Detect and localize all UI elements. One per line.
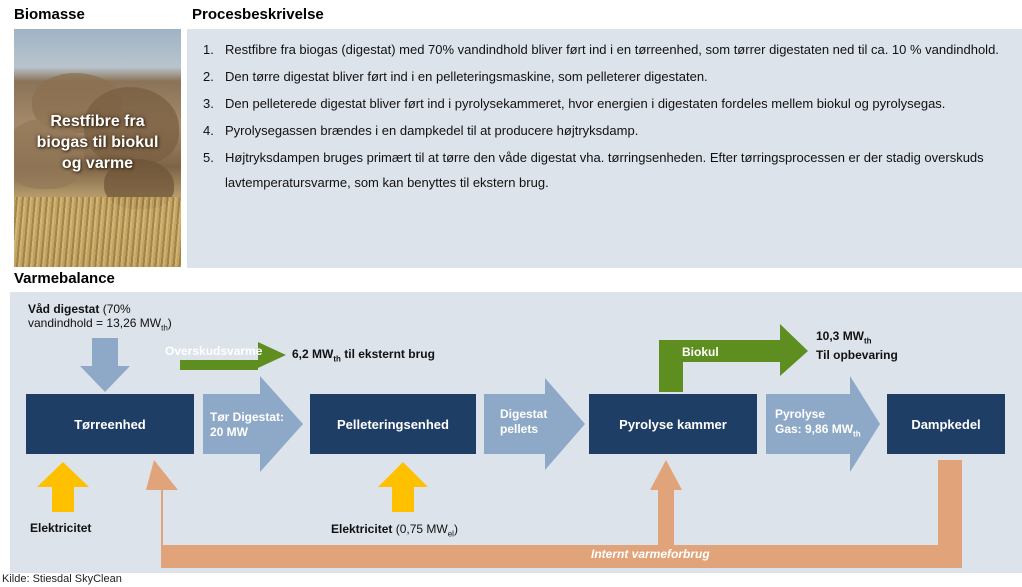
- photo-caption-line: biogas til biokul: [36, 134, 159, 151]
- digestate-pellets-label: Digestat pellets: [500, 407, 547, 437]
- step-number: 5.: [203, 150, 214, 165]
- pyrolysis-gas-sub: th: [853, 429, 861, 439]
- electricity-mid-value: (0,75 MW: [392, 522, 448, 536]
- biomasse-heading: Biomasse: [14, 6, 85, 23]
- step-text: Restfibre fra biogas (digestat) med 70% …: [225, 42, 999, 57]
- step-number: 1.: [203, 42, 214, 57]
- procesbeskrivelse-heading: Procesbeskrivelse: [192, 6, 324, 23]
- electricity-mid-sub: el: [447, 529, 454, 539]
- pyrolysis-gas-label: Pyrolyse Gas: 9,86 MWth: [775, 407, 861, 441]
- process-step: 2. Den tørre digestat bliver ført ind i e…: [203, 64, 1010, 89]
- varmebalance-heading: Varmebalance: [14, 270, 115, 287]
- pelletizing-unit-node: Pelleteringsenhed: [310, 394, 476, 454]
- electricity-mid-title: Elektricitet: [331, 522, 393, 536]
- digestate-pellets-arrow: [484, 378, 585, 470]
- wet-digestate-sub: th: [161, 323, 168, 333]
- pyrolysis-gas-line1: Pyrolyse: [775, 407, 826, 421]
- electricity-arrow-mid: [378, 462, 428, 512]
- step-text: Højtryksdampen bruges primært til at tør…: [225, 150, 984, 190]
- biochar-mw: 10,3 MW: [816, 329, 865, 343]
- biochar-arrow: [659, 324, 808, 392]
- dry-digestate-line1: Tør Digestat:: [210, 410, 285, 424]
- wet-digestate-label: Våd digestat (70% vandindhold = 13,26 MW…: [28, 302, 172, 335]
- dry-digestate-label: Tør Digestat: 20 MW: [210, 410, 284, 440]
- process-step: 5. Højtryksdampen bruges primært til at t…: [203, 145, 1010, 195]
- digestate-pellets-line2: pellets: [500, 422, 539, 436]
- step-text: Pyrolysegassen brændes i en dampkedel ti…: [225, 123, 639, 138]
- photo-caption: Restfibre fra biogas til biokul og varme: [14, 111, 181, 174]
- process-steps-list: 1. Restfibre fra biogas (digestat) med 70…: [203, 37, 1010, 197]
- dry-digestate-arrow: [203, 376, 303, 472]
- pyrolysis-gas-line2: Gas: 9,86 MW: [775, 422, 854, 436]
- step-text: Den tørre digestat bliver ført ind i en …: [225, 69, 708, 84]
- electricity-mid-label: Elektricitet (0,75 MWel): [331, 522, 458, 541]
- biochar-value: 10,3 MWth Til opbevaring: [816, 329, 898, 362]
- surplus-heat-label: Overskudsvarme: [165, 344, 263, 358]
- step-number: 4.: [203, 123, 214, 138]
- drying-unit-node: Tørreenhed: [26, 394, 194, 454]
- surplus-heat-use: til eksternt brug: [340, 347, 435, 361]
- process-step: 1. Restfibre fra biogas (digestat) med 70…: [203, 37, 1010, 62]
- process-description-panel: 1. Restfibre fra biogas (digestat) med 70…: [187, 29, 1022, 268]
- source-caption: Kilde: Stiesdal SkyClean: [2, 573, 122, 585]
- wet-digestate-arrow: [80, 338, 130, 392]
- electricity-left-label: Elektricitet: [30, 521, 92, 535]
- wet-digestate-pct: (70%: [99, 302, 131, 316]
- photo-caption-line: Restfibre fra: [50, 113, 145, 130]
- surplus-heat-mw: 6,2 MW: [292, 347, 334, 361]
- steam-boiler-node: Dampkedel: [887, 394, 1005, 454]
- surplus-heat-value: 6,2 MWth til eksternt brug: [292, 347, 435, 366]
- pyrolysis-chamber-node: Pyrolyse kammer: [589, 394, 757, 454]
- wet-digestate-title: Våd digestat: [28, 302, 100, 316]
- biochar-label: Biokul: [682, 345, 719, 359]
- biomass-photo: Restfibre fra biogas til biokul og varme: [14, 29, 181, 267]
- dry-digestate-line2: 20 MW: [210, 425, 249, 439]
- internal-heat-arrow: [146, 460, 962, 568]
- biochar-sub: th: [864, 336, 872, 346]
- step-number: 3.: [203, 96, 214, 111]
- pyrolysis-gas-arrow: [766, 376, 880, 472]
- wet-digestate-close: ): [167, 316, 172, 330]
- photo-caption-line: og varme: [61, 155, 134, 172]
- internal-heat-label: Internt varmeforbrug: [591, 547, 710, 561]
- digestate-pellets-line1: Digestat: [500, 407, 548, 421]
- process-step: 3. Den pelleterede digestat bliver ført i…: [203, 91, 1010, 116]
- process-step: 4. Pyrolysegassen brændes i en dampkedel …: [203, 118, 1010, 143]
- step-number: 2.: [203, 69, 214, 84]
- electricity-mid-close: ): [453, 522, 458, 536]
- surplus-heat-sub: th: [333, 354, 341, 364]
- surplus-heat-arrow: [158, 342, 286, 392]
- wet-digestate-energy: vandindhold = 13,26 MW: [28, 316, 162, 330]
- electricity-arrow-left: [37, 462, 89, 512]
- step-text: Den pelleterede digestat bliver ført ind…: [225, 96, 946, 111]
- biochar-storage: Til opbevaring: [816, 348, 898, 363]
